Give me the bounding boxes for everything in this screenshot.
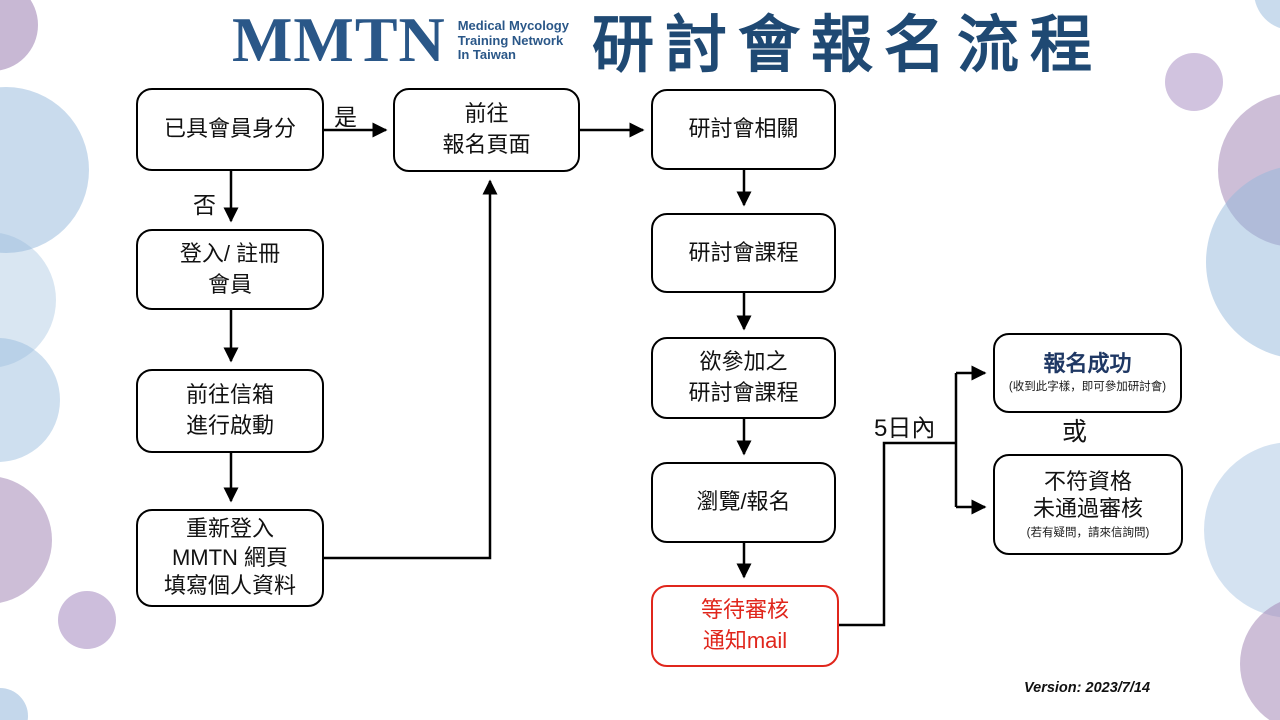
edge-label-or: 或 <box>1062 418 1088 446</box>
decorative-circle <box>58 591 116 649</box>
node-login-register: 登入/ 註冊 會員 <box>136 229 324 310</box>
edge-label-yes: 是 <box>334 104 357 130</box>
mmtn-logo: MMTN Medical Mycology Training Network I… <box>232 8 569 72</box>
logo-acronym: MMTN <box>232 4 446 75</box>
node-goto-registration: 前往 報名頁面 <box>393 88 580 172</box>
node-wait-review-mail: 等待審核 通知mail <box>651 585 839 667</box>
page-title: 研討會報名流程 <box>592 11 1104 80</box>
node-relogin-fill-profile: 重新登入 MMTN 網頁 填寫個人資料 <box>136 509 324 607</box>
decorative-circle <box>1165 53 1223 111</box>
edge-label-within-5-days: 5日內 <box>874 415 936 442</box>
node-not-qualified: 不符資格 未通過審核 (若有疑問，請來信詢問) <box>993 454 1183 555</box>
node-mailbox-activation: 前往信箱 進行啟動 <box>136 369 324 453</box>
node-browse-register: 瀏覽/報名 <box>651 462 836 543</box>
node-seminar-courses: 研討會課程 <box>651 213 836 293</box>
edge-label-no: 否 <box>193 192 216 218</box>
success-title: 報名成功 <box>1043 350 1132 376</box>
node-desired-courses: 欲參加之 研討會課程 <box>651 337 836 419</box>
success-note: (收到此字樣，即可參加研討會) <box>1008 381 1167 394</box>
version-label: Version: 2023/7/14 <box>1024 680 1151 696</box>
fail-note: (若有疑問，請來信詢問) <box>1026 526 1150 539</box>
node-registration-success: 報名成功 (收到此字樣，即可參加研討會) <box>993 333 1182 413</box>
node-member-check: 已具會員身分 <box>136 88 324 171</box>
logo-tagline: Medical Mycology Training Network In Tai… <box>457 17 569 63</box>
node-seminar-related: 研討會相關 <box>651 89 836 170</box>
fail-title: 不符資格 未通過審核 <box>1032 468 1143 522</box>
